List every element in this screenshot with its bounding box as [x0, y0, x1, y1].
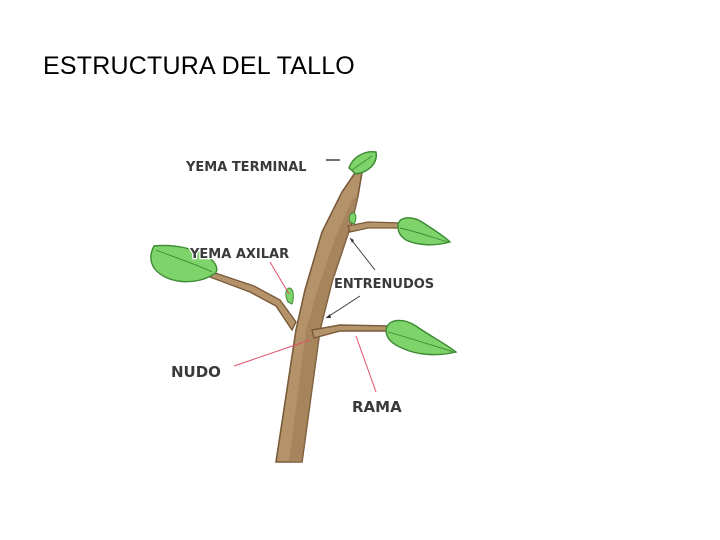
slide-title: ESTRUCTURA DEL TALLO — [43, 52, 355, 80]
left-branch — [209, 271, 297, 332]
leaf-lower-right — [385, 319, 458, 356]
pointer-lines — [233, 159, 377, 393]
label-entrenudos: ENTRENUDOS — [334, 277, 434, 292]
leaf-terminal — [348, 151, 377, 175]
label-nudo: NUDO — [171, 363, 221, 381]
pointer-nudo — [233, 339, 311, 367]
branch-rama — [311, 324, 393, 339]
label-rama: RAMA — [352, 398, 402, 416]
pointer-entrenudos-upper — [349, 237, 376, 271]
label-yema-terminal: YEMA TERMINAL — [185, 160, 307, 175]
upper-right-branch — [347, 221, 403, 233]
pointer-rama — [355, 335, 377, 393]
leaf-upper-right — [397, 217, 452, 246]
upper-node-bud — [348, 212, 357, 225]
label-yema-axilar: YEMA AXILAR — [189, 247, 289, 262]
pointer-entrenudos-lower — [325, 295, 361, 319]
leaf-upper-left — [150, 244, 218, 283]
pointer-yema-axilar — [269, 261, 290, 295]
